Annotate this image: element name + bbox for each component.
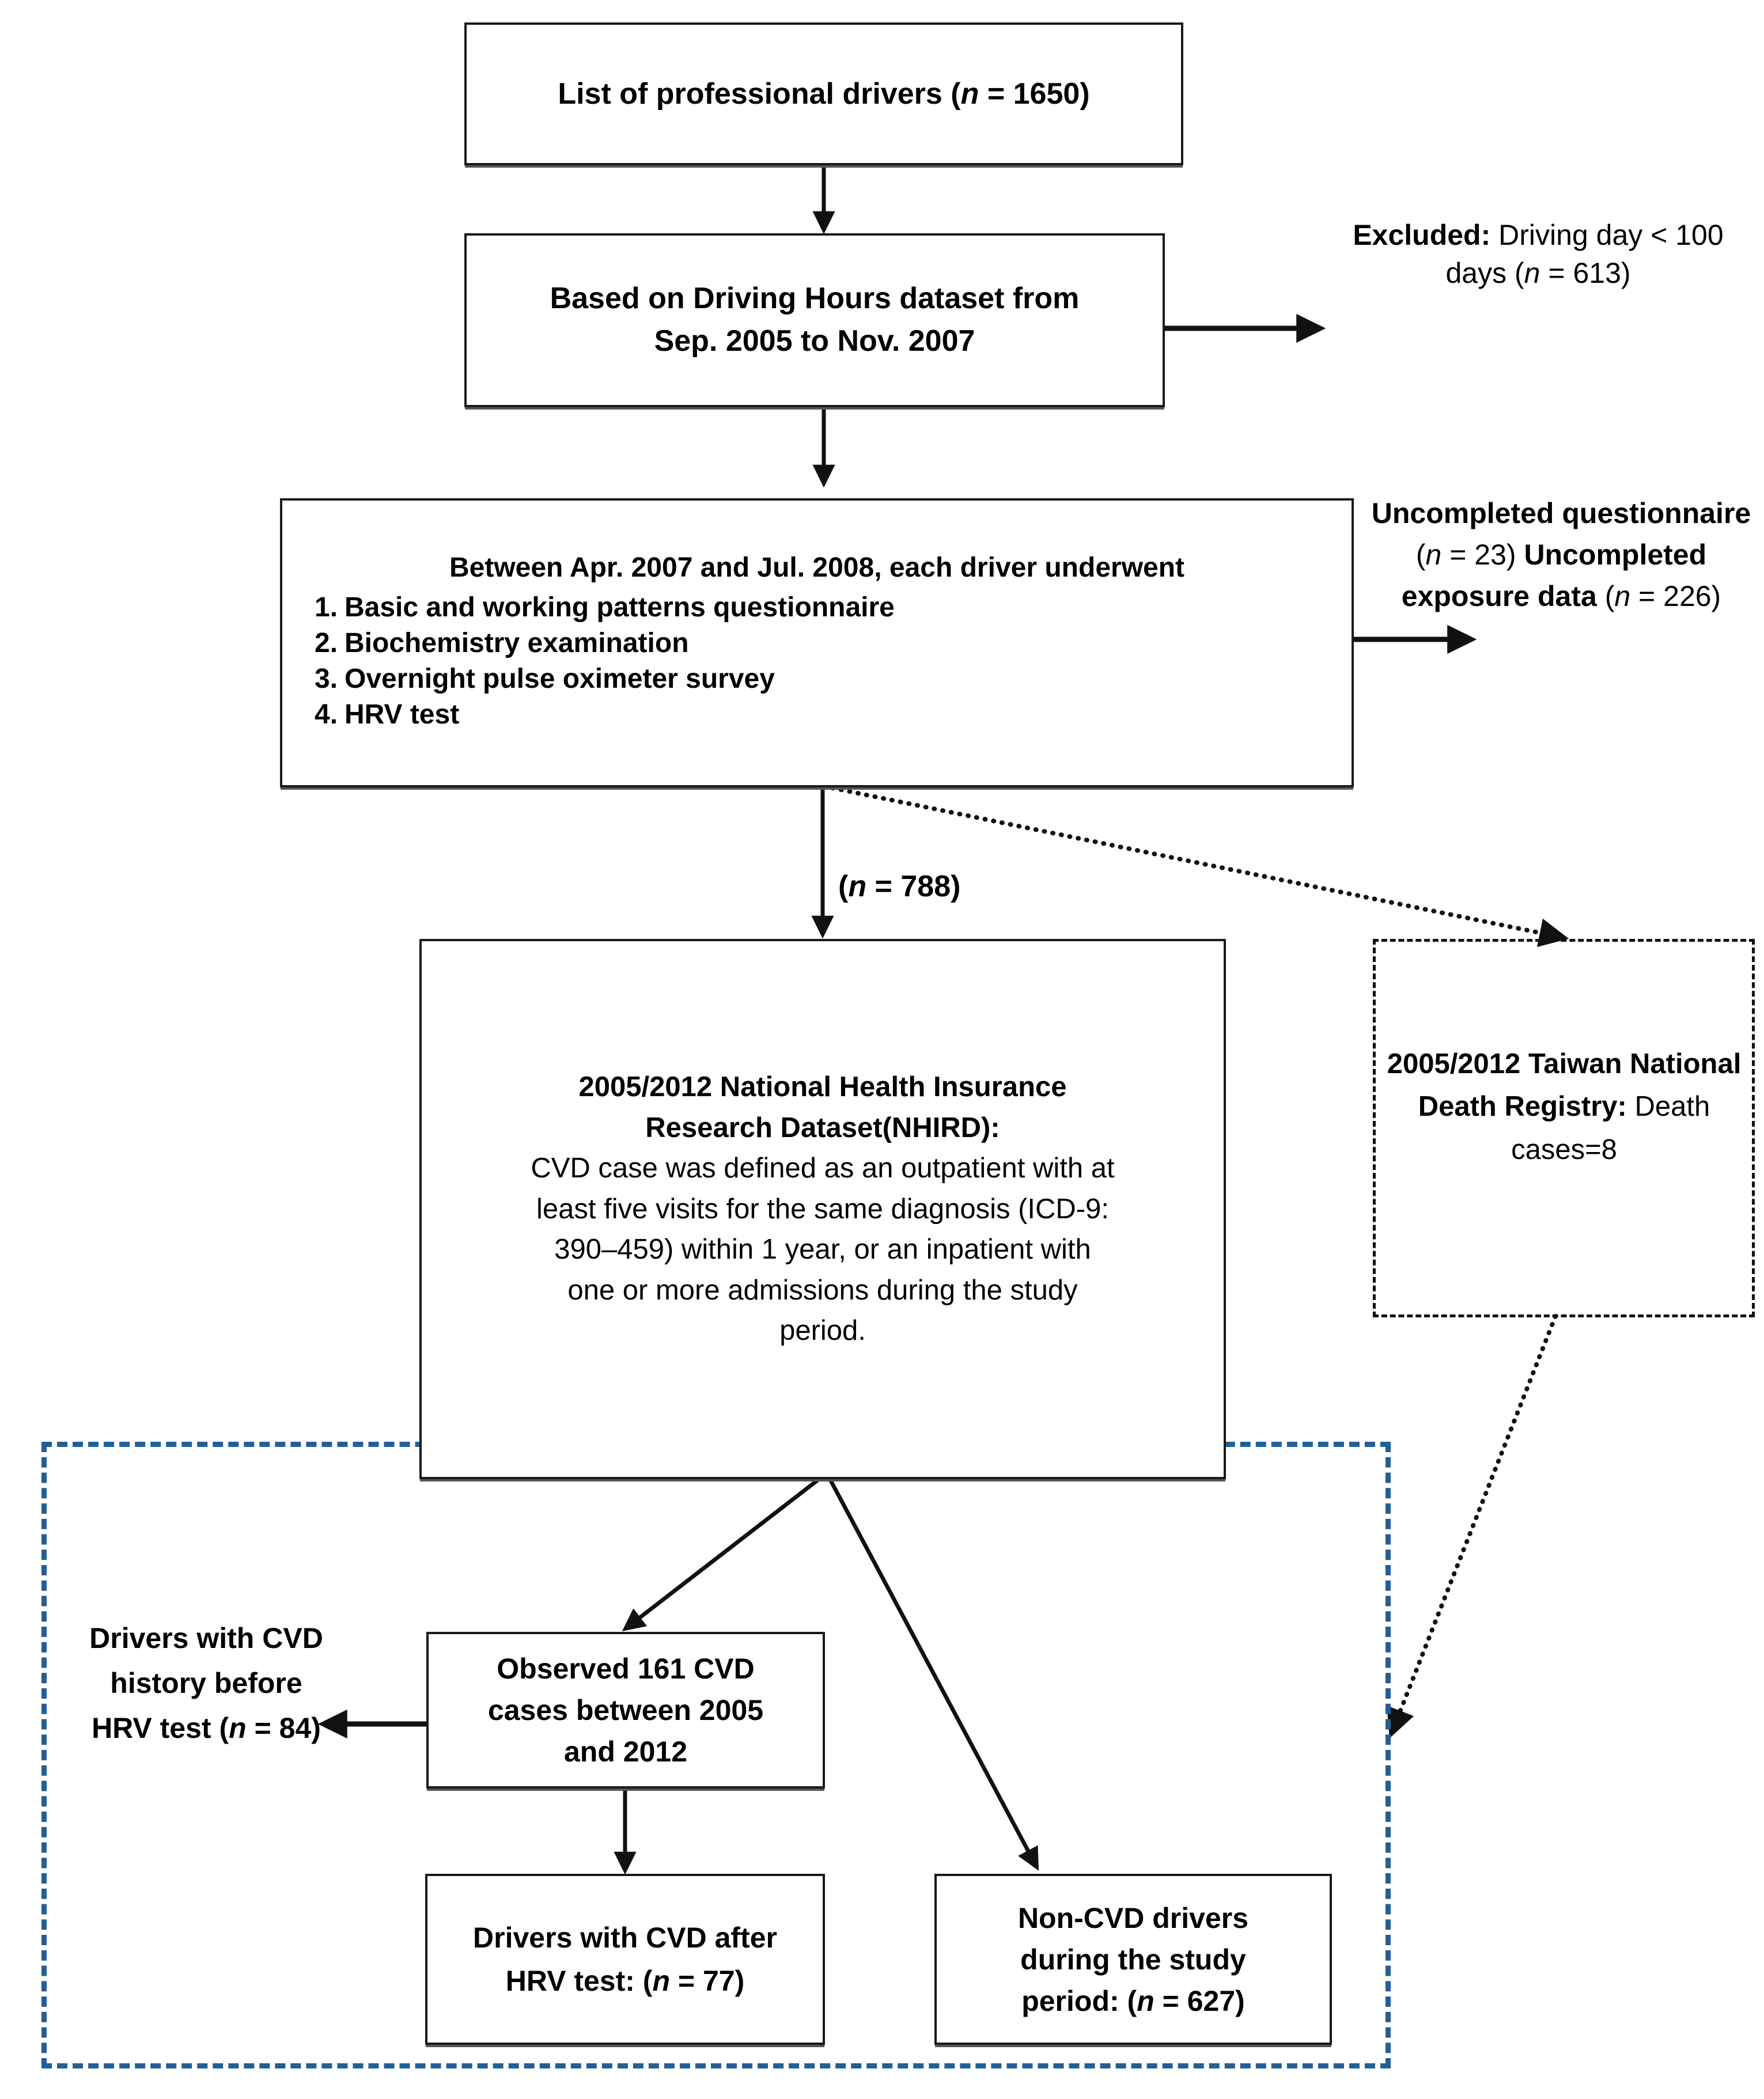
annotation-excluded-line2: Driving day < 100 days [1445, 219, 1724, 289]
list-item-label: HRV test [345, 699, 460, 730]
annotation-n788: (n = 788) [838, 867, 1057, 907]
annotation-cvd-history-line2: CVD history [110, 1622, 323, 1699]
node-death-registry[interactable]: 2005/2012 Taiwan National Death Registry… [1383, 1043, 1746, 1171]
node-driving-hours[interactable]: Based on Driving Hours dataset from Sep.… [464, 233, 1165, 407]
annotation-cvd-history-line1: Drivers with [89, 1622, 255, 1654]
annotation-n788-text: (n = 788) [838, 870, 961, 903]
node-nhird-title-line2: Research Dataset(NHIRD): [645, 1112, 1000, 1143]
list-item-label: Basic and working patterns questionnaire [345, 592, 895, 623]
annotation-uncompleted-q-line2: questionnaire [1562, 497, 1751, 529]
death-registry-group-box [1373, 939, 1755, 1317]
node-non-cvd-drivers[interactable]: Non-CVD drivers during the study period:… [934, 1874, 1332, 2045]
node-nhird-title-line1: 2005/2012 National Health Insurance [578, 1071, 1067, 1103]
node-cvd-after-hrv-line1: Drivers with CVD after [473, 1921, 777, 1954]
node-drivers-list[interactable]: List of professional drivers (n = 1650) [464, 22, 1183, 165]
list-item-label: Overnight pulse oximeter survey [345, 663, 775, 694]
examinations-content: Between Apr. 2007 and Jul. 2008, each dr… [295, 552, 1339, 734]
node-death-registry-body: Death cases=8 [1511, 1091, 1710, 1165]
node-observed-cvd-line1: Observed 161 CVD [497, 1653, 755, 1685]
node-death-registry-title-line2: National Death [1418, 1048, 1742, 1123]
annotation-cvd-history-line3: before HRV [92, 1667, 302, 1744]
node-non-cvd-line1: Non-CVD drivers [1017, 1901, 1249, 1934]
node-nhird-body-line3: 390–459) within 1 year, or an inpatient … [554, 1234, 1091, 1266]
annotation-uncompleted: Uncompleted questionnaire (n = 23) Uncom… [1371, 492, 1751, 617]
annotation-excluded: Excluded: Driving day < 100 days (n = 61… [1325, 216, 1751, 292]
list-item-label: Biochemistry examination [345, 627, 689, 658]
node-cvd-after-hrv-line2: HRV test: (n = 77) [505, 1964, 745, 1997]
edge-death-registry-to-cohort [1387, 1314, 1558, 1738]
node-nhird-body-line5: period. [779, 1315, 866, 1347]
node-nhird-body-line4: one or more admissions during the study [567, 1274, 1078, 1306]
list-item: 1. Basic and working patterns questionna… [295, 592, 1339, 623]
annotation-cvd-history: Drivers with CVD history before HRV test… [85, 1616, 327, 1751]
list-item-number: 3. [315, 663, 338, 694]
list-item: 2. Biochemistry examination [295, 627, 1339, 659]
annotation-uncompleted-e-count: (n = 226) [1604, 580, 1721, 612]
annotation-excluded-title: Excluded: [1353, 219, 1491, 251]
node-death-registry-title-line3: Registry: [1504, 1091, 1627, 1123]
node-driving-hours-line1: Based on Driving Hours dataset from [550, 282, 1080, 316]
node-cvd-after-hrv[interactable]: Drivers with CVD after HRV test: (n = 77… [425, 1874, 825, 2045]
list-item-number: 4. [315, 699, 338, 730]
node-nhird[interactable]: 2005/2012 National Health Insurance Rese… [419, 939, 1226, 1479]
annotation-uncompleted-q-line1: Uncompleted [1371, 497, 1554, 529]
edge-exams-to-death-registry [830, 786, 1569, 948]
annotation-uncompleted-q-count: (n = 23) [1415, 539, 1516, 571]
node-non-cvd-line3: period: (n = 627) [1021, 1984, 1245, 2017]
annotation-excluded-count: (n = 613) [1515, 257, 1631, 289]
list-item-number: 2. [315, 627, 338, 658]
examinations-heading: Between Apr. 2007 and Jul. 2008, each dr… [449, 552, 1185, 583]
node-driving-hours-line2: Sep. 2005 to Nov. 2007 [654, 324, 975, 358]
node-non-cvd-line2: during the study [1020, 1943, 1246, 1976]
node-observed-cvd-line2: cases between 2005 [487, 1694, 764, 1726]
annotation-cvd-history-line4: test (n = 84) [160, 1712, 321, 1744]
list-item: 4. HRV test [295, 699, 1339, 730]
node-nhird-body-line2: least five visits for the same diagnosis… [536, 1193, 1109, 1225]
annotation-uncompleted-e-line2: exposure data [1401, 580, 1597, 612]
list-item: 3. Overnight pulse oximeter survey [295, 663, 1339, 695]
node-nhird-body-line1: CVD case was defined as an outpatient wi… [531, 1153, 1115, 1184]
node-examinations[interactable]: Between Apr. 2007 and Jul. 2008, each dr… [280, 498, 1354, 787]
list-item-number: 1. [315, 592, 338, 623]
node-observed-cvd-line3: and 2012 [563, 1736, 687, 1768]
node-death-registry-title-line1: 2005/2012 Taiwan [1387, 1048, 1622, 1079]
node-observed-cvd[interactable]: Observed 161 CVD cases between 2005 and … [426, 1632, 825, 1789]
node-drivers-list-text: List of professional drivers (n = 1650) [558, 77, 1090, 111]
annotation-uncompleted-e-line1: Uncompleted [1524, 539, 1707, 571]
